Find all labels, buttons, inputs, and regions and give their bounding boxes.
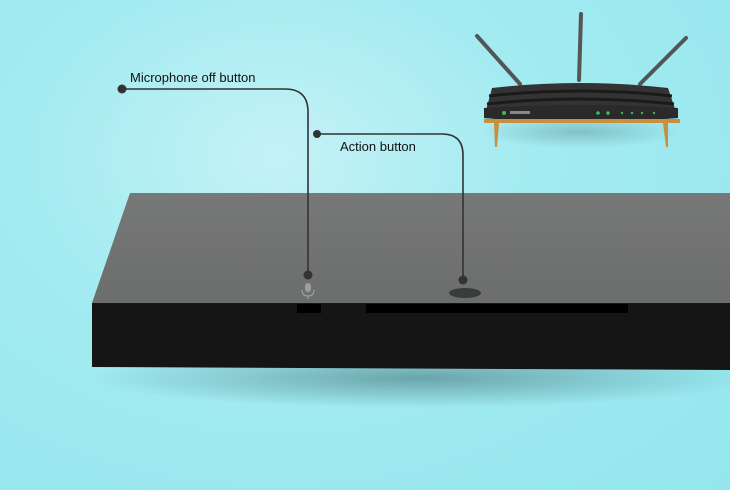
- router-logo: [510, 111, 530, 114]
- router: [475, 12, 688, 147]
- microphone-leader-line: [117, 84, 313, 280]
- action-button[interactable]: [449, 288, 481, 298]
- router-shadow: [480, 116, 680, 148]
- leader-dot: [117, 84, 127, 94]
- microphone-icon: [301, 283, 315, 299]
- antenna: [475, 12, 688, 86]
- action-leader-line: [313, 130, 468, 285]
- microphone-off-button-label: Microphone off button: [130, 70, 256, 85]
- router-led: [502, 111, 506, 115]
- router-led: [596, 111, 656, 115]
- leader-dot: [303, 270, 313, 280]
- leader-dot: [458, 275, 468, 285]
- router-front: [484, 105, 678, 122]
- smart-speaker-device: [92, 193, 730, 370]
- device-front-face: [92, 303, 730, 370]
- device-top-surface: [92, 193, 730, 303]
- router-stand: [484, 119, 680, 147]
- device-front-strip: [366, 304, 628, 313]
- leader-dot: [313, 130, 321, 138]
- microphone-off-button[interactable]: [301, 283, 315, 299]
- action-button-label: Action button: [340, 139, 416, 154]
- device-front-strip: [297, 304, 321, 313]
